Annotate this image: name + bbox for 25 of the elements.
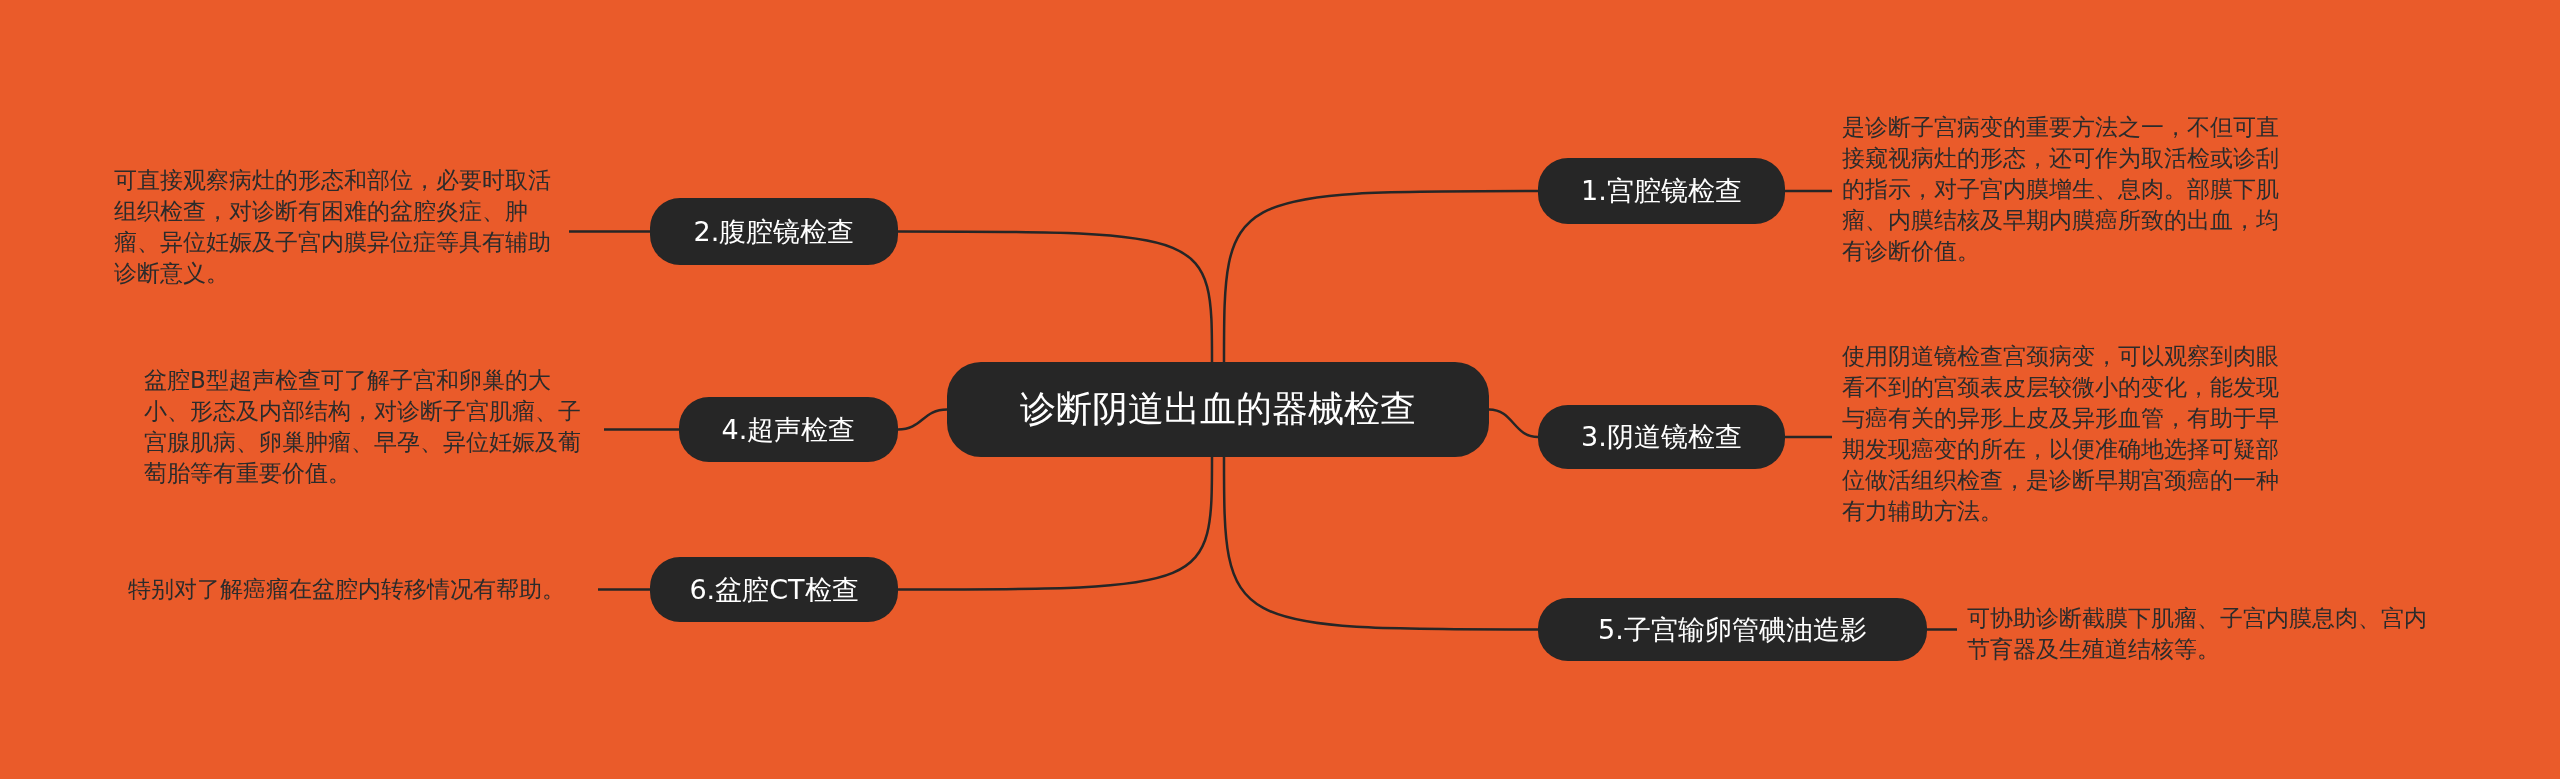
description-text: 可协助诊断截膜下肌瘤、子宫内膜息肉、宫内节育器及生殖道结核等。: [1967, 603, 2437, 665]
connector-line: [1222, 457, 1538, 631]
description-text: 特别对了解癌瘤在盆腔内转移情况有帮助。: [128, 574, 588, 605]
connector-line: [1222, 189, 1538, 362]
central-topic: 诊断阴道出血的器械检查: [947, 362, 1489, 457]
connector-line: [1785, 189, 1832, 193]
connector-line: [1785, 435, 1832, 439]
description-text: 使用阴道镜检查宫颈病变，可以观察到肉眼看不到的宫颈表皮层较微小的变化，能发现与癌有关的异形上皮及异形血管，有助于早期发现癌变的所在，以便准确地选择可疑部位做活组织检查，是诊断早期宫颈癌的一种有力辅助方法。: [1842, 341, 2287, 527]
topic-node: 1.宫腔镜检查: [1538, 158, 1785, 224]
topic-node: 2.腹腔镜检查: [650, 198, 898, 265]
description-text: 盆腔B型超声检查可了解子宫和卵巢的大小、形态及内部结构，对诊断子宫肌瘤、子宫腺肌病、卵巢肿瘤、早孕、异位妊娠及葡萄胎等有重要价值。: [144, 365, 594, 489]
description-text: 可直接观察病灶的形态和部位，必要时取活组织检查，对诊断有困难的盆腔炎症、肿瘤、异位妊娠及子宫内膜异位症等具有辅助诊断意义。: [114, 165, 559, 289]
connector-line: [898, 230, 1214, 362]
connector-line: [897, 408, 948, 431]
description-text: 是诊断子宫病变的重要方法之一，不但可直接窥视病灶的形态，还可作为取活检或诊刮的指示，对子宫内膜增生、息肉。部膜下肌瘤、内膜结核及早期内膜癌所致的出血，均有诊断价值。: [1842, 112, 2287, 267]
connector-line: [1488, 408, 1539, 439]
topic-node: 5.子宫输卵管碘油造影: [1538, 598, 1927, 661]
connector-line: [569, 230, 650, 233]
topic-node: 6.盆腔CT检查: [650, 557, 898, 622]
connector-line: [598, 588, 650, 591]
connector-line: [1927, 628, 1957, 631]
topic-node: 4.超声检查: [679, 397, 898, 462]
topic-node: 3.阴道镜检查: [1538, 405, 1785, 469]
connector-line: [604, 428, 679, 431]
connector-line: [898, 457, 1214, 591]
